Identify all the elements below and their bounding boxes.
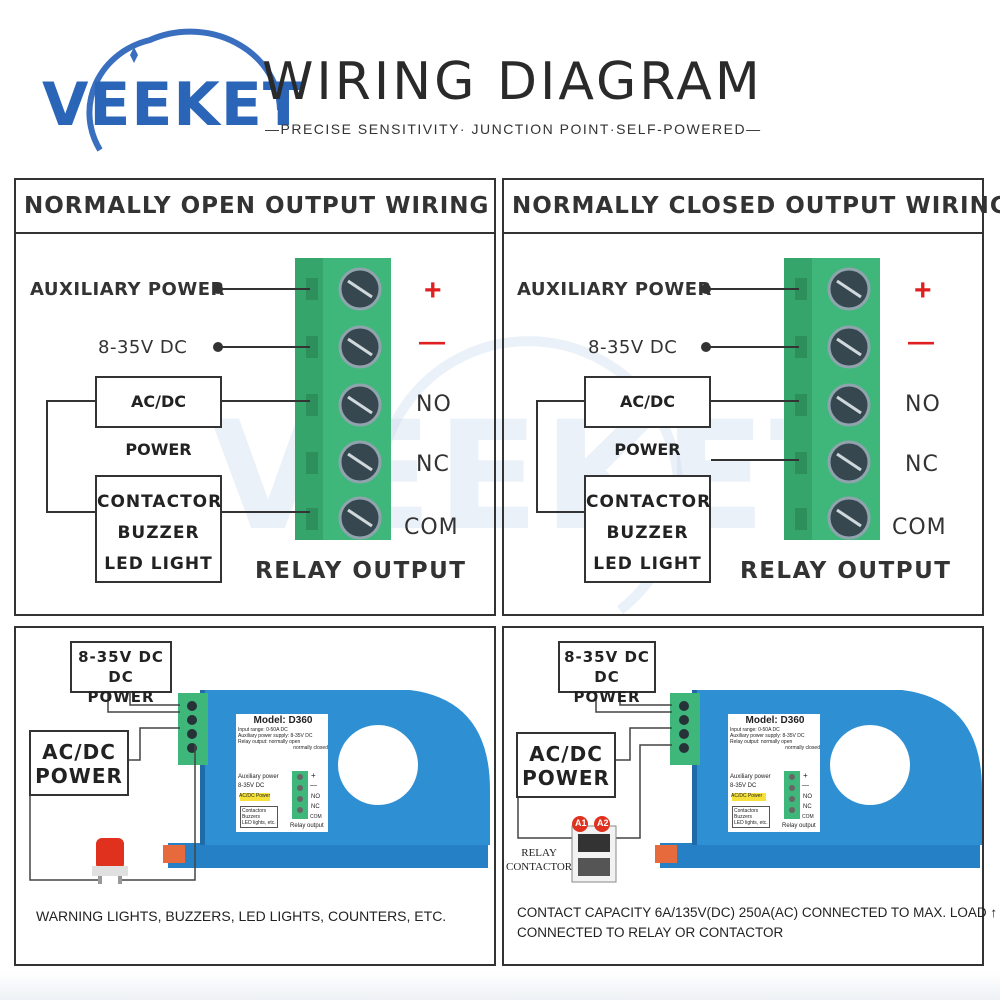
auxiliary-power-label: AUXILIARY POWER	[30, 279, 225, 300]
voltage-label: 8-35V DC	[98, 337, 188, 358]
auxiliary-power-label: AUXILIARY POWER	[517, 279, 712, 300]
device-spec-4: normally closed	[293, 745, 328, 751]
panel-normally-closed: NORMALLY CLOSED OUTPUT WIRING	[502, 178, 1000, 616]
device-load-2: Buzzers	[242, 814, 261, 820]
device-load-3: LED lights, etc.	[734, 820, 768, 826]
device-spec-1: Input range: 0-50A DC	[730, 727, 780, 733]
device-term-minus: —	[310, 782, 317, 789]
device-spec-4: normally closed	[785, 745, 820, 751]
device-acdc-text: AC/DC Power	[239, 793, 271, 799]
device-volt-text: 8-35V DC	[730, 783, 757, 789]
device-term-com: COM	[310, 814, 322, 820]
load-led-light: LED LIGHT	[593, 554, 702, 574]
device-load-3: LED lights, etc.	[242, 820, 276, 826]
caption-line-1: CONTACT CAPACITY 6A/135V(DC) 250A(AC) CO…	[517, 905, 998, 920]
photo-panel-left	[14, 626, 496, 966]
a1-label: A1	[575, 818, 587, 828]
terminal-plus: +	[914, 274, 932, 307]
page-title: WIRING DIAGRAM	[262, 52, 763, 112]
device-label-left: Model: D360 Input range: 0-50A DC Auxili…	[238, 715, 328, 752]
acdc-power-box: AC/DC POWER	[584, 376, 711, 459]
terminal-nc: NC	[905, 452, 939, 477]
device-relay-text: Relay output	[782, 823, 816, 829]
device-model: Model: D360	[253, 715, 313, 726]
ac-power-box: AC/DC POWER	[29, 730, 129, 796]
panel-title: NORMALLY OPEN OUTPUT WIRING	[16, 180, 494, 234]
photo-caption: WARNING LIGHTS, BUZZERS, LED LIGHTS, COU…	[36, 908, 447, 924]
ac-box-line-1: AC/DC	[529, 742, 603, 766]
dc-box-line-2: DC POWER	[87, 668, 155, 706]
caption-line-2: CONNECTED TO RELAY OR CONTACTOR	[517, 925, 784, 940]
device-load-1: Contactors	[242, 808, 267, 814]
device-term-no: NO	[311, 794, 320, 800]
logo-swoosh-icon	[86, 28, 283, 152]
dc-power-box: 8-35V DC DC POWER	[558, 641, 656, 706]
dc-power-box: 8-35V DC DC POWER	[70, 641, 172, 706]
device-spec-2: Auxiliary power supply: 8-35V DC	[238, 733, 313, 739]
panel-title: NORMALLY CLOSED OUTPUT WIRING	[504, 180, 1000, 234]
device-label-right: Model: D360 Input range: 0-50A DC Auxili…	[730, 715, 820, 752]
ac-box-line-1: AC/DC	[42, 740, 116, 764]
panel-normally-open: NORMALLY OPEN OUTPUT WIRING	[14, 178, 496, 616]
relay-label-line-2: CONTACTOR	[506, 861, 573, 873]
terminal-plus: +	[424, 274, 442, 307]
device-load-text: Contactors Buzzers LED lights, etc.	[240, 806, 278, 828]
terminal-com: COM	[404, 515, 459, 540]
load-box: CONTACTOR BUZZER LED LIGHT	[95, 475, 222, 583]
device-acdc-text: AC/DC Power	[731, 793, 763, 799]
terminal-no: NO	[905, 392, 941, 417]
relay-label-line-1: RELAY	[521, 847, 557, 859]
load-box: CONTACTOR BUZZER LED LIGHT	[584, 475, 711, 583]
device-term-nc: NC	[311, 804, 320, 810]
relay-contactor-label: RELAY CONTACTOR	[506, 846, 572, 874]
device-spec-3: Relay output: normally open	[238, 739, 301, 745]
device-term-minus: —	[802, 782, 809, 789]
terminal-com: COM	[892, 515, 947, 540]
dc-box-line-1: 8-35V DC	[564, 648, 650, 666]
device-aux-text: Auxiliary power	[730, 774, 771, 780]
device-load-text: Contactors Buzzers LED lights, etc.	[732, 806, 770, 828]
terminal-minus: —	[419, 326, 445, 356]
device-load-1: Contactors	[734, 808, 759, 814]
dc-box-line-2: DC POWER	[573, 668, 641, 706]
device-term-no: NO	[803, 794, 812, 800]
device-relay-text: Relay output	[290, 823, 324, 829]
terminal-nc: NC	[416, 452, 450, 477]
page-subtitle: —PRECISE SENSITIVITY· JUNCTION POINT·SEL…	[265, 121, 762, 137]
photo-panel-right	[502, 626, 984, 966]
terminal-no: NO	[416, 392, 452, 417]
load-contactor: CONTACTOR	[586, 492, 712, 512]
voltage-label: 8-35V DC	[588, 337, 678, 358]
device-load-2: Buzzers	[734, 814, 753, 820]
ac-box-line-2: POWER	[522, 766, 610, 790]
a2-label: A2	[597, 818, 609, 828]
device-spec-1: Input range: 0-50A DC	[238, 727, 288, 733]
device-term-nc: NC	[803, 804, 812, 810]
dc-box-line-1: 8-35V DC	[78, 648, 164, 666]
relay-output-label: RELAY OUTPUT	[255, 558, 467, 584]
brand-logo: VEEKET	[42, 70, 305, 140]
terminal-minus: —	[908, 326, 934, 356]
acdc-power-box: AC/DC POWER	[95, 376, 222, 459]
load-buzzer: BUZZER	[117, 523, 200, 543]
load-contactor: CONTACTOR	[97, 492, 223, 512]
photo-caption: CONTACT CAPACITY 6A/135V(DC) 250A(AC) CO…	[517, 903, 997, 943]
device-term-plus: +	[803, 771, 808, 780]
bottom-strip	[0, 972, 1000, 1000]
device-spec-3: Relay output: normally open	[730, 739, 793, 745]
device-model: Model: D360	[745, 715, 805, 726]
device-term-com: COM	[802, 814, 814, 820]
relay-output-label: RELAY OUTPUT	[740, 558, 952, 584]
load-buzzer: BUZZER	[606, 523, 689, 543]
load-led-light: LED LIGHT	[104, 554, 213, 574]
device-spec-2: Auxiliary power supply: 8-35V DC	[730, 733, 805, 739]
device-aux-text: Auxiliary power	[238, 774, 279, 780]
device-term-plus: +	[311, 771, 316, 780]
ac-power-box: AC/DC POWER	[516, 732, 616, 798]
ac-box-line-2: POWER	[35, 764, 123, 788]
device-volt-text: 8-35V DC	[238, 783, 265, 789]
